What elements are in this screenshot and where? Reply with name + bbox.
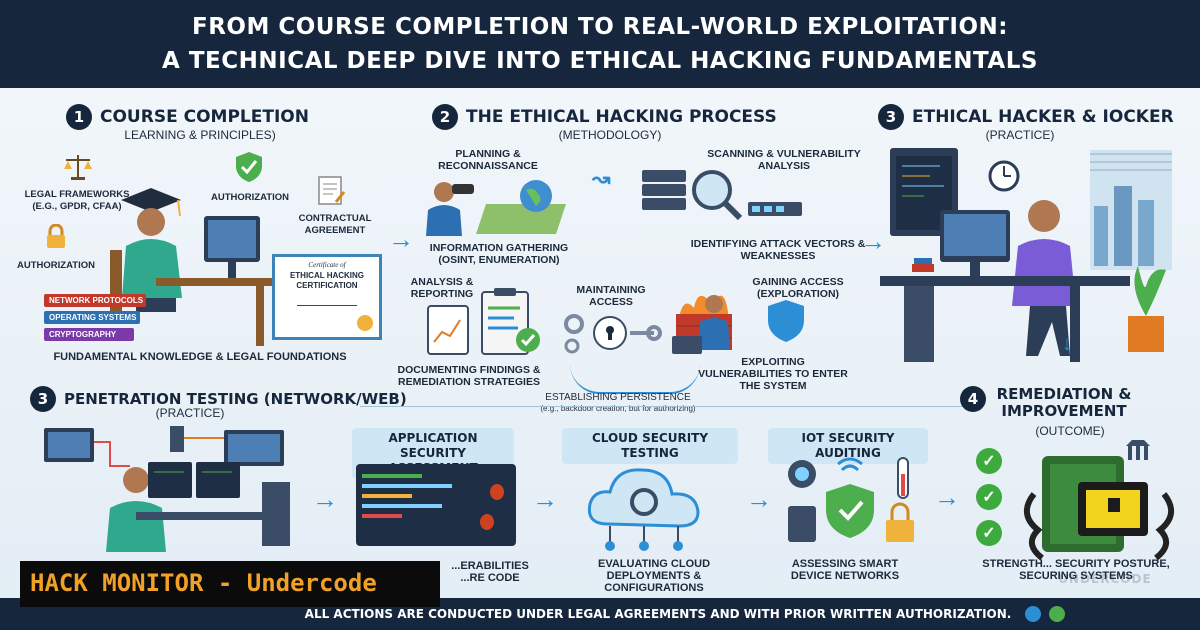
arrow-right-5-icon: → bbox=[746, 484, 772, 514]
contract-icon bbox=[318, 176, 346, 205]
maintaining-label: MAINTAINING ACCESS bbox=[576, 284, 646, 308]
check-icon-2: ✓ bbox=[976, 484, 1002, 510]
iot-illustration bbox=[788, 457, 914, 542]
office-illustration bbox=[880, 148, 1172, 362]
section-4-subtitle: (OUTCOME) bbox=[1035, 424, 1105, 438]
exploiting-label: EXPLOITING VULNERABILITIES TO ENTER THE … bbox=[698, 356, 848, 392]
section-2-title: 2 THE ETHICAL HACKING PROCESS bbox=[432, 104, 777, 130]
section-4-title: 4 REMEDIATION & IMPROVEMENT bbox=[960, 386, 1134, 420]
planning-label: PLANNING & RECONNAISSANCE bbox=[438, 148, 538, 172]
section-3b-title: 3 PENETRATION TESTING (NETWORK/WEB) bbox=[30, 386, 407, 412]
check-icon-3: ✓ bbox=[976, 520, 1002, 546]
secure-system-illustration bbox=[1024, 440, 1174, 561]
code-window bbox=[356, 464, 516, 546]
bug-icon bbox=[490, 484, 504, 500]
book-operating-systems: OPERATING SYSTEMS bbox=[44, 311, 140, 324]
section-3b-heading: PENETRATION TESTING (NETWORK/WEB) bbox=[64, 390, 407, 408]
section-1-title: 1 COURSE COMPLETION bbox=[66, 104, 309, 130]
pentest-illustration bbox=[44, 426, 290, 552]
gaining-access-label: GAINING ACCESS (EXPLORATION) bbox=[752, 276, 844, 300]
section-3-number: 3 bbox=[878, 104, 904, 130]
cloud-security-pill: CLOUD SECURITY TESTING bbox=[562, 428, 738, 464]
checklist: ✓ ✓ ✓ bbox=[976, 448, 1002, 546]
certificate: Certificate of ETHICAL HACKING CERTIFICA… bbox=[272, 254, 382, 340]
scanning-label: SCANNING & VULNERABILITY ANALYSIS bbox=[707, 148, 861, 172]
section-2-subtitle: (METHODOLOGY) bbox=[558, 128, 662, 142]
arrow-right-4-icon: → bbox=[532, 484, 558, 514]
section-3-heading: ETHICAL HACKER & IOCKER bbox=[912, 107, 1174, 127]
infographic-canvas: 1 COURSE COMPLETION LEARNING & PRINCIPLE… bbox=[0, 88, 1200, 630]
section-1-footer: FUNDAMENTAL KNOWLEDGE & LEGAL FOUNDATION… bbox=[53, 351, 347, 363]
section-3b-subtitle: (PRACTICE) bbox=[155, 406, 225, 420]
info-gathering-label: INFORMATION GATHERING (OSINT, ENUMERATIO… bbox=[429, 242, 569, 266]
recon-illustration bbox=[426, 180, 566, 236]
footer-bar: ALL ACTIONS ARE CONDUCTED UNDER LEGAL AG… bbox=[0, 598, 1200, 630]
legal-frameworks-label: LEGAL FRAMEWORKS (e.g., GPDR, CFAA) bbox=[24, 189, 130, 212]
contractual-agreement-label: CONTRACTUAL AGREEMENT bbox=[298, 213, 372, 236]
footer-icons bbox=[1025, 606, 1066, 622]
bug-icon-2 bbox=[480, 514, 494, 530]
shield-check-icon bbox=[236, 152, 262, 182]
key-lock-illustration bbox=[564, 314, 662, 354]
identifying-label: IDENTIFYING ATTACK VECTORS & WEAKNESSES bbox=[690, 238, 866, 262]
title-line-1: FROM COURSE COMPLETION TO REAL-WORLD EXP… bbox=[191, 14, 1008, 40]
title-line-2: A TECHNICAL DEEP DIVE INTO ETHICAL HACKI… bbox=[162, 48, 1038, 74]
arrow-cycle-1-icon: ↝ bbox=[592, 166, 611, 191]
lock-icon bbox=[47, 224, 65, 248]
shield-footer-icon bbox=[1049, 606, 1066, 622]
scales-icon bbox=[64, 155, 92, 180]
hack-monitor-banner: HACK MONITOR - Undercode bbox=[20, 561, 440, 607]
signature-line bbox=[297, 305, 357, 306]
section-1-number: 1 bbox=[66, 104, 92, 130]
watermark-text: UNDERCODE bbox=[1058, 572, 1152, 586]
arrow-down-icon: ↓ bbox=[1062, 333, 1072, 355]
section-3-subtitle: (PRACTICE) bbox=[985, 128, 1055, 142]
app-security-caption: ...ERABILITIES ...RE CODE bbox=[451, 560, 529, 584]
firewall-illustration bbox=[672, 295, 804, 354]
documenting-label: DOCUMENTING FINDINGS & REMEDIATION STRAT… bbox=[397, 364, 541, 388]
section-1-subtitle: LEARNING & PRINCIPLES) bbox=[124, 128, 276, 142]
section-2-heading: THE ETHICAL HACKING PROCESS bbox=[466, 107, 777, 127]
scanning-illustration bbox=[642, 170, 802, 221]
certificate-small-text: Certificate of bbox=[308, 261, 346, 269]
persistence-note: (e.g., backdoor creation, but for author… bbox=[540, 404, 696, 413]
reporting-illustration bbox=[427, 288, 540, 355]
divider-line bbox=[360, 406, 970, 407]
section-3-title: 3 ETHICAL HACKER & IOCKER bbox=[878, 104, 1174, 130]
section-3b-number: 3 bbox=[30, 386, 56, 412]
arrow-right-3-icon: → bbox=[312, 484, 338, 514]
authorization-top-label: AUTHORIZATION bbox=[211, 192, 289, 203]
footer-text: ALL ACTIONS ARE CONDUCTED UNDER LEGAL AG… bbox=[304, 607, 1012, 621]
section-1-heading: COURSE COMPLETION bbox=[100, 107, 309, 127]
certificate-seal-icon bbox=[357, 315, 373, 331]
cycle-arc bbox=[570, 364, 700, 394]
arrow-right-2-icon: → bbox=[860, 226, 886, 256]
cloud-caption: EVALUATING CLOUD DEPLOYMENTS & CONFIGURA… bbox=[597, 558, 711, 594]
cloud-illustration bbox=[587, 468, 700, 551]
certificate-title: ETHICAL HACKING CERTIFICATION bbox=[289, 271, 365, 290]
analysis-label: ANALYSIS & REPORTING bbox=[410, 276, 474, 300]
header: FROM COURSE COMPLETION TO REAL-WORLD EXP… bbox=[0, 0, 1200, 88]
arrow-right-6-icon: → bbox=[934, 482, 960, 512]
iot-caption: ASSESSING SMART DEVICE NETWORKS bbox=[790, 558, 900, 582]
persistence-label: ESTABLISHING PERSISTENCE bbox=[545, 392, 691, 403]
book-network-protocols: NETWORK PROTOCOLS bbox=[44, 294, 146, 307]
authorization-left-label: AUTHORIZATION bbox=[17, 260, 95, 271]
arrow-right-icon: → bbox=[388, 224, 414, 254]
section-2-number: 2 bbox=[432, 104, 458, 130]
section-4-heading: REMEDIATION & IMPROVEMENT bbox=[996, 385, 1132, 420]
check-icon: ✓ bbox=[976, 448, 1002, 474]
section-4-number: 4 bbox=[960, 386, 986, 412]
verified-icon bbox=[1025, 606, 1042, 622]
books-stack: NETWORK PROTOCOLS OPERATING SYSTEMS CRYP… bbox=[44, 294, 150, 341]
book-cryptography: CRYPTOGRAPHY bbox=[44, 328, 134, 341]
section-4-caption: STRENGTH... SECURITY POSTURE, SECURING S… bbox=[982, 558, 1170, 582]
